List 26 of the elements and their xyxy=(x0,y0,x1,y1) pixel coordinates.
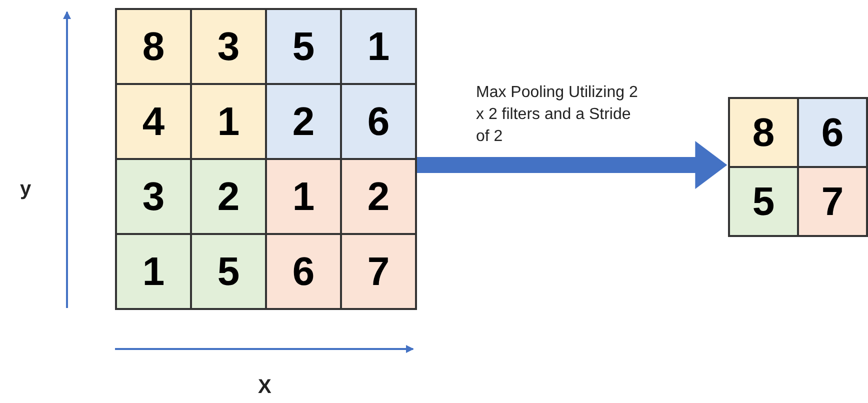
grid-cell: 6 xyxy=(341,84,416,159)
grid-cell: 1 xyxy=(191,84,266,159)
grid-box xyxy=(115,8,417,310)
grid-cell: 6 xyxy=(798,98,867,167)
grid-cell: 1 xyxy=(116,234,191,309)
axis-label: y xyxy=(20,177,32,202)
grid-cell: 4 xyxy=(116,84,191,159)
grid-cell: 1 xyxy=(266,159,341,234)
grid-cell: 8 xyxy=(729,98,798,167)
grid-cell: 5 xyxy=(729,167,798,236)
grid-cell: 8 xyxy=(116,9,191,84)
grid-cell: 2 xyxy=(341,159,416,234)
grid-cell: 3 xyxy=(191,9,266,84)
grid-cell: 2 xyxy=(266,84,341,159)
edge-label: Max Pooling Utilizing 2 x 2 filters and a Stride of 2 xyxy=(476,83,639,147)
grid-cell: 2 xyxy=(191,159,266,234)
grid-cell: 7 xyxy=(341,234,416,309)
grid-box xyxy=(728,97,868,237)
grid-cell: 5 xyxy=(266,9,341,84)
grid-cell: 6 xyxy=(266,234,341,309)
grid-cell: 7 xyxy=(798,167,867,236)
block-arrow xyxy=(417,141,728,189)
grid-cell: 1 xyxy=(341,9,416,84)
grid-cell: 5 xyxy=(191,234,266,309)
axis-label: X xyxy=(258,375,272,400)
grid-cell: 3 xyxy=(116,159,191,234)
